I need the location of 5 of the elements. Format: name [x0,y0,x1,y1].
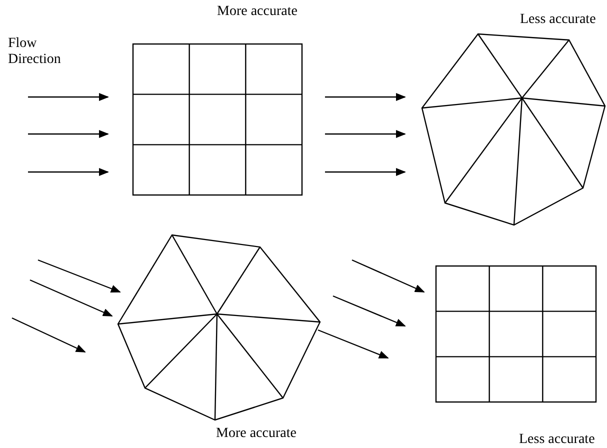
mesh-caption: Less accurate [519,432,595,448]
mesh-caption: More accurate [216,426,296,442]
mesh-caption: More accurate [217,4,298,20]
flow-direction-label: Flow Direction [8,36,62,68]
mesh-caption: Less accurate [520,12,596,28]
